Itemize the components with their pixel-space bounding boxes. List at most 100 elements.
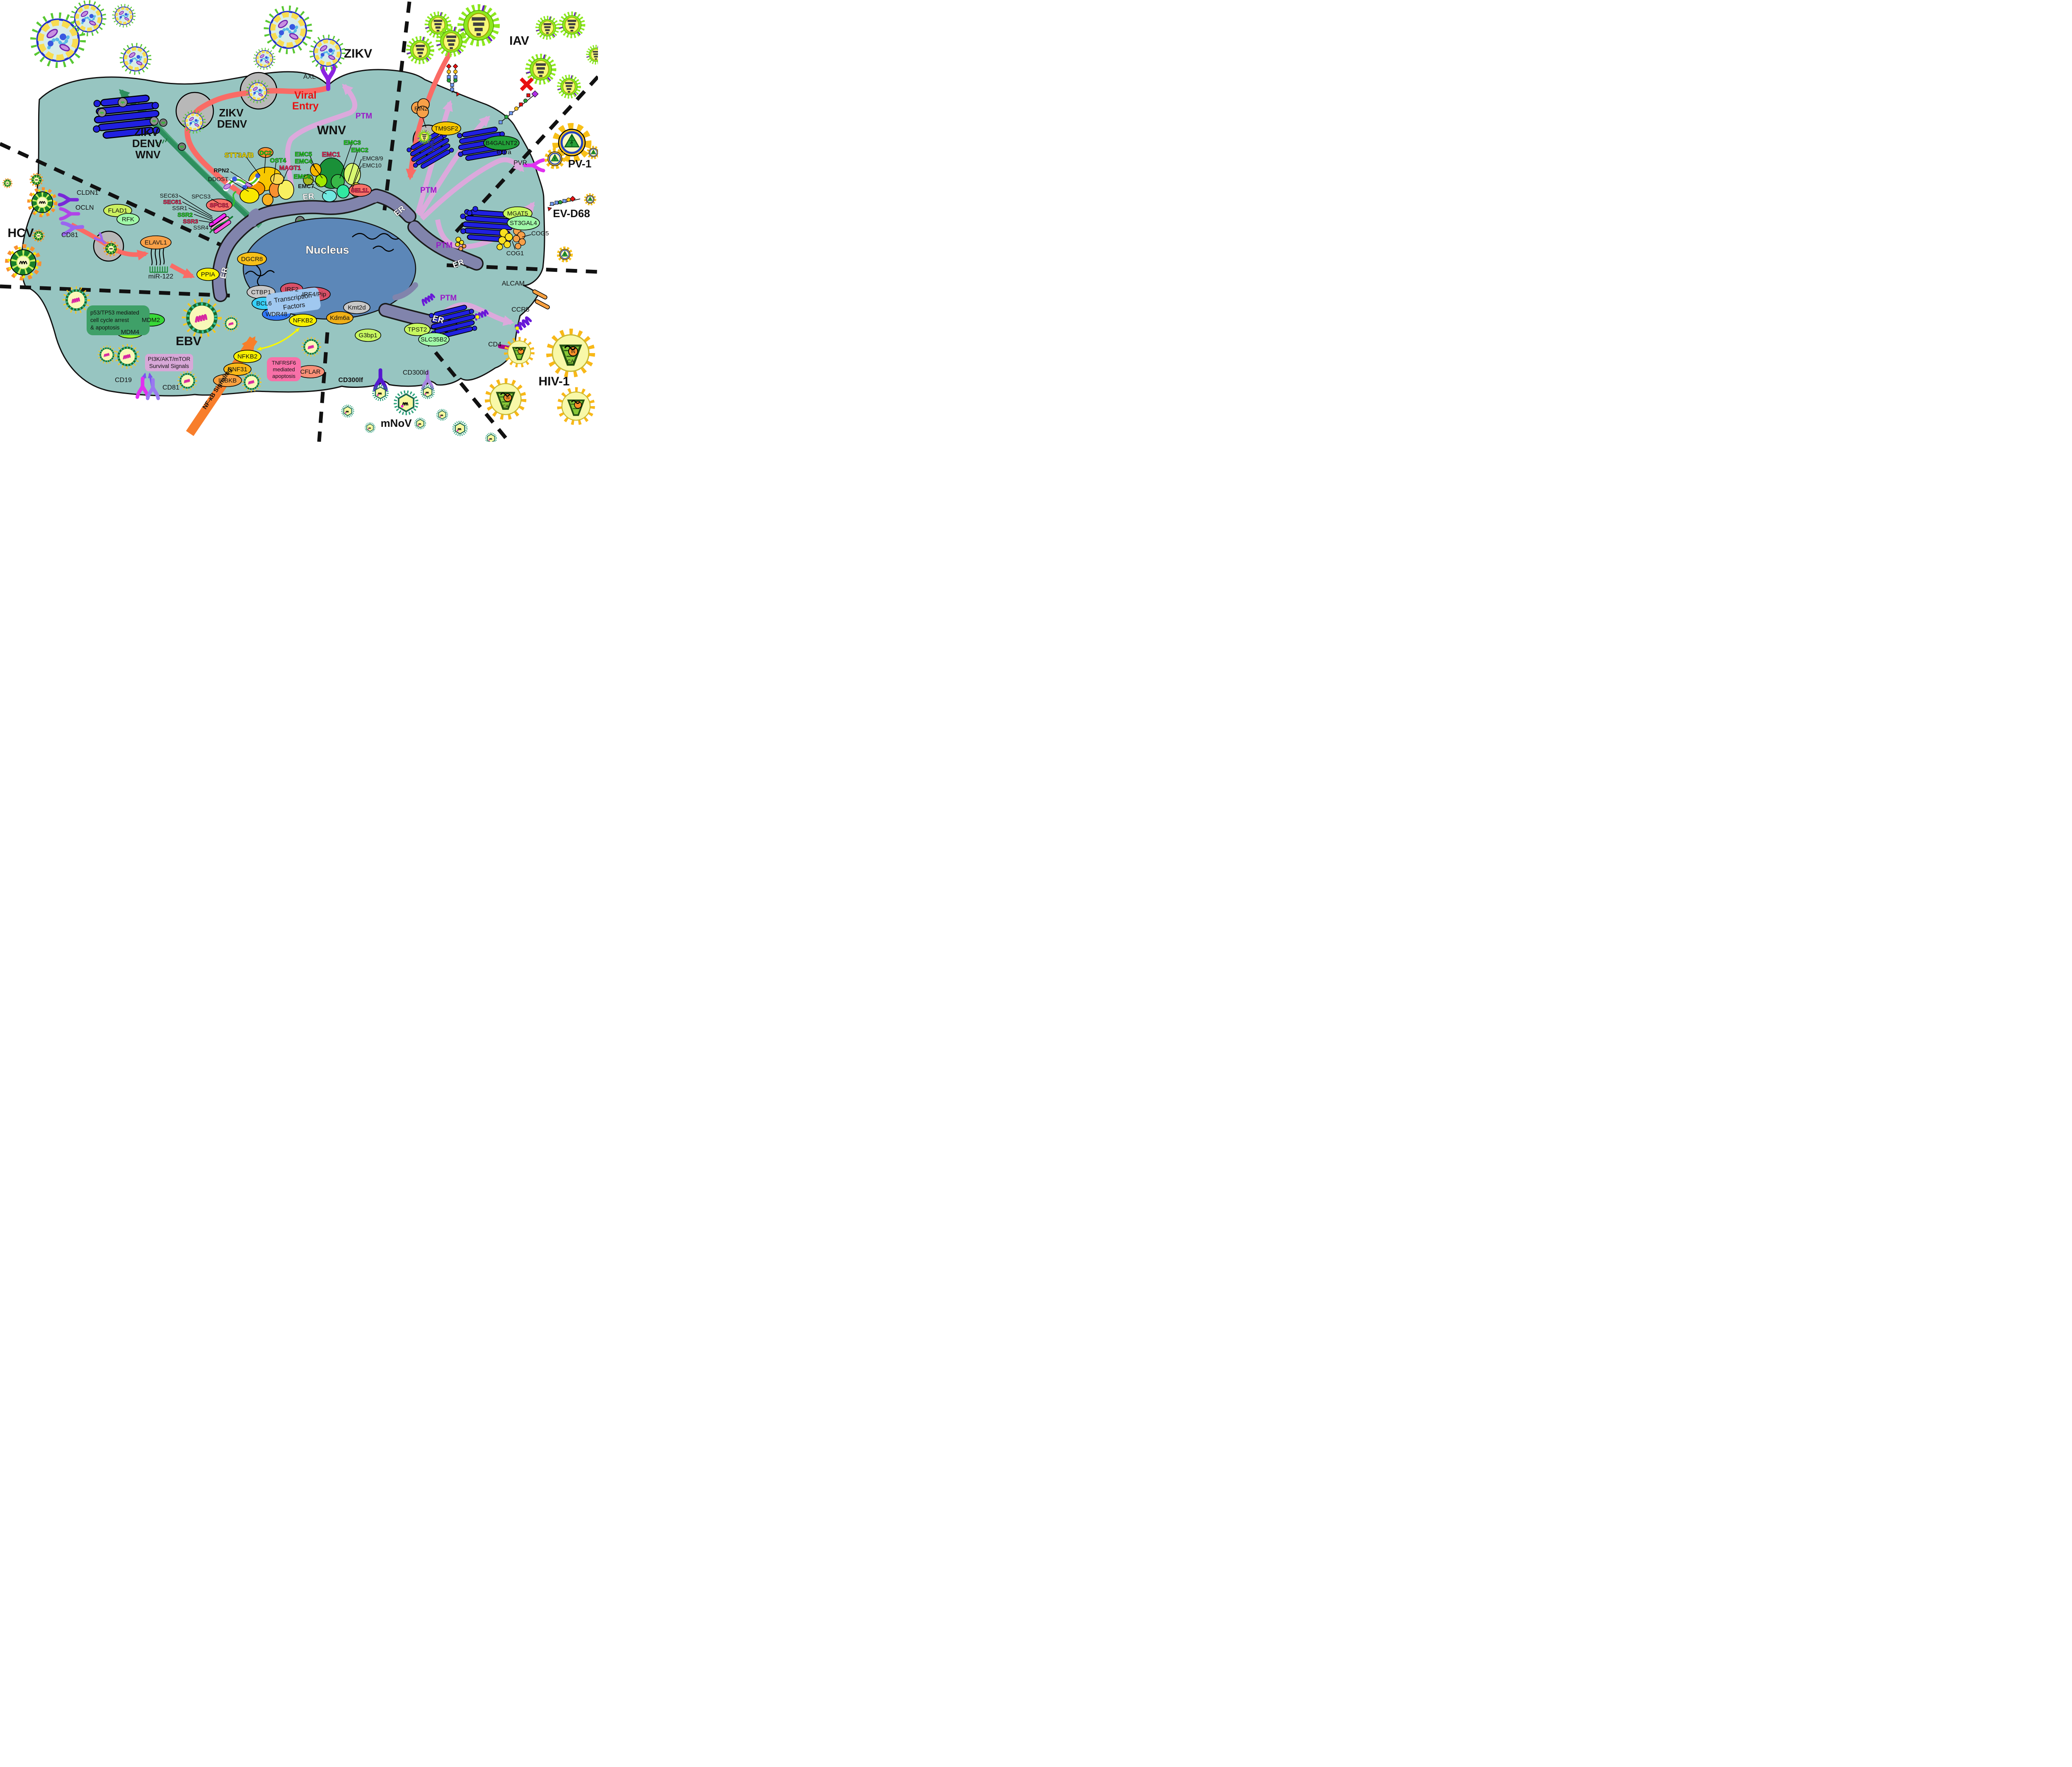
hiv-in-label: IN <box>506 396 510 400</box>
ssr1-label: SSR1 <box>172 205 187 211</box>
cd4-label: CD4 <box>488 341 501 348</box>
cldn1-label: CLDN1 <box>77 189 99 196</box>
cog5-label: COG5 <box>531 230 549 237</box>
irf2-label: IRF2 <box>285 286 299 293</box>
cflar-label: CFLAR <box>300 368 320 375</box>
kmt2d-label: Kmt2d <box>348 304 366 311</box>
svg-text:PI3K/AKT/mTOR: PI3K/AKT/mTOR <box>148 356 191 362</box>
cd19-label: CD19 <box>115 377 132 384</box>
hiv-ca-label: CA <box>567 358 574 364</box>
axl-label: AXL <box>303 73 316 80</box>
nfkb2-shuttle-arrow <box>258 328 299 349</box>
mdm2-label: MDM2 <box>142 317 160 324</box>
emc6-label: EMC6 <box>293 173 311 180</box>
wdr48-label: WDR48 <box>266 311 288 318</box>
svg-text:TNFRSF6: TNFRSF6 <box>272 360 296 366</box>
ost-complex <box>240 147 294 206</box>
ikbkb-label: IKBKB <box>218 377 237 384</box>
cog-complex <box>455 206 526 251</box>
spcs1-label: SPCS1 <box>210 202 229 208</box>
sec63-label: SEC63 <box>160 192 179 199</box>
emc4-label: EMC4 <box>295 158 312 165</box>
ptm-label: PTM <box>420 186 437 195</box>
sel1l-label: SEL1L <box>351 187 369 194</box>
sel1l-oval <box>349 184 372 197</box>
flad1-label: FLAD1 <box>108 207 128 214</box>
golgi-left-vesicles <box>97 97 159 126</box>
elavl1-tails <box>150 248 165 266</box>
bcl6-label: BCL6 <box>256 300 272 307</box>
ssr3-label: SSR3 <box>183 218 198 225</box>
virus-mnov <box>485 432 497 442</box>
rin2-label: RIN2 <box>414 105 428 112</box>
sulfation-dot <box>515 326 519 330</box>
mdm4-label: MDM4 <box>121 329 139 336</box>
rna-protein-complex <box>223 173 261 191</box>
virus-hiv1: CA IN <box>487 381 524 417</box>
virus-ebv <box>178 372 196 390</box>
svg-text:mediated: mediated <box>273 366 295 373</box>
p53-box <box>87 305 150 335</box>
zikv-title: ZIKV <box>344 47 372 61</box>
virus-host-pathway-figure: CA IN CA IN ZIKV IAV HCV EBV PV-1 EV-D68… <box>0 0 598 442</box>
zikv-denv-endosome-label: ZIKV DENV <box>217 107 247 130</box>
ppia-label: PPIA <box>201 271 215 278</box>
p53-box-label: p53/TP53 mediated cell cycle arrest & ap… <box>90 310 139 331</box>
tpst2-label: TPST2 <box>408 326 427 333</box>
tnfrsf6-box <box>267 357 301 381</box>
hiv-ca-label: CA <box>503 404 508 409</box>
glycan-evd68 <box>547 196 581 211</box>
svg-text:ZIKV: ZIKV <box>219 107 244 119</box>
ptm-label: PTM <box>356 112 372 121</box>
cd300ld-label: CD300ld <box>403 369 428 376</box>
st3gal4-label: ST3GAL4 <box>510 220 537 227</box>
stt3ab-label: STT3A/B <box>225 151 254 159</box>
er-membrane <box>212 189 484 334</box>
nfkb2-nuc-label: NFKB2 <box>293 317 313 324</box>
svg-text:DENV: DENV <box>132 137 162 150</box>
hiv-in-label: IN <box>571 350 575 354</box>
pvr-label: PVR <box>513 160 527 167</box>
virus-ebv <box>184 300 220 336</box>
er-label: ER <box>431 314 445 325</box>
sec61-label: SEC61 <box>163 198 182 205</box>
extra-label: extra <box>496 149 511 156</box>
svg-text:ZIKV: ZIKV <box>134 126 159 138</box>
emc5-label: EMC5 <box>295 151 312 158</box>
ribosome <box>159 119 167 127</box>
emc10-label: EMC10 <box>362 162 382 169</box>
ccr5-label: CCR5 <box>511 306 530 313</box>
nascent-chain <box>209 215 234 234</box>
svg-text:DENV: DENV <box>217 118 247 130</box>
alcam-label: ALCAM <box>502 280 525 287</box>
virus-ebv <box>242 373 260 391</box>
glycan-free <box>499 90 539 124</box>
virus-ebv <box>302 338 320 356</box>
ssr2-label: SSR2 <box>177 211 193 218</box>
spcs1-oval <box>206 198 232 212</box>
magt1-label: MAGT1 <box>279 165 301 172</box>
hiv1-title: HIV-1 <box>538 375 569 388</box>
ptm-label: PTM <box>440 294 457 303</box>
dgcr8-label: DGCR8 <box>241 256 263 263</box>
zikv-denv-wnv-label: ZIKV DENV WNV <box>132 126 162 161</box>
ribosome <box>178 143 186 151</box>
ptm-label: PTM <box>436 241 453 250</box>
pi3k-box-label: PI3K/AKT/mTOR Survival Signals <box>148 356 191 369</box>
svg-text:apoptosis: apoptosis <box>272 373 295 379</box>
kdm6a-label: Kdm6a <box>330 315 350 322</box>
mrna-comb <box>156 138 168 146</box>
wnv-title: WNV <box>317 123 346 137</box>
virus-hiv1: CA IN <box>549 332 592 375</box>
ctbp1-label: CTBP1 <box>251 289 271 296</box>
svg-text:Entry: Entry <box>292 100 319 112</box>
cog1-label: COG1 <box>506 250 524 257</box>
nascent-chain-2 <box>231 191 237 207</box>
g3bp1-label: G3bp1 <box>358 332 377 339</box>
svg-text:& apoptosis: & apoptosis <box>90 324 120 331</box>
tm9sf2-label: TM9SF2 <box>434 125 458 132</box>
svg-text:WNV: WNV <box>136 148 161 161</box>
protein-ovals <box>103 98 540 387</box>
virus-ebv <box>64 288 88 312</box>
ssr4-label: SSR4 <box>193 224 208 231</box>
